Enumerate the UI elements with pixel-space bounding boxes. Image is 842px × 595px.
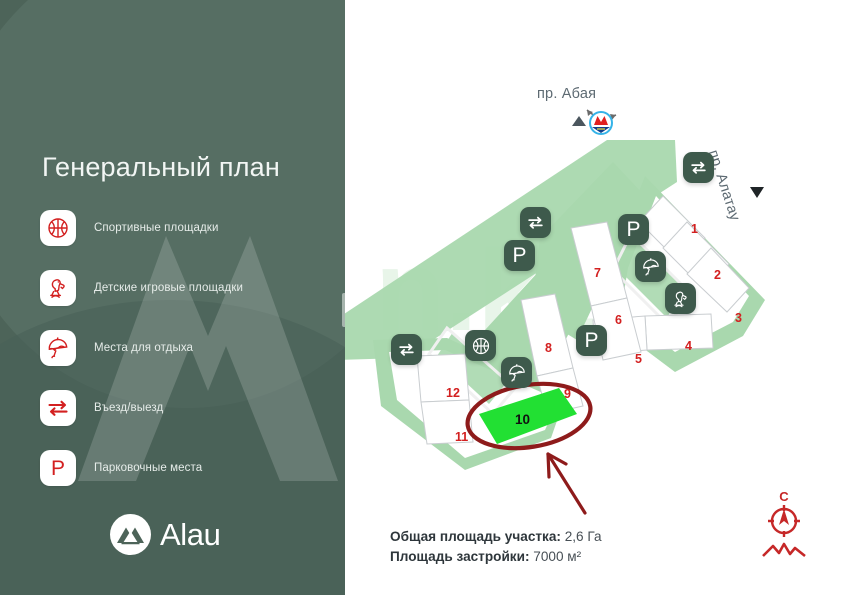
legend-item-label: Спортивные площадки xyxy=(94,222,219,234)
pointer-arrow xyxy=(546,452,587,515)
building-number-1[interactable]: 1 xyxy=(691,222,698,236)
built-area-label: Площадь застройки: xyxy=(390,549,530,564)
building-number-4[interactable]: 4 xyxy=(685,339,692,353)
street-label-abaya: пр. Абая xyxy=(537,86,597,102)
plot-area-value: 2,6 Га xyxy=(564,529,602,544)
plot-area-label: Общая площадь участка: xyxy=(390,529,561,544)
area-summary: Общая площадь участка: 2,6 Га Площадь за… xyxy=(390,527,602,567)
building-number-2[interactable]: 2 xyxy=(714,268,721,282)
alatau-direction-triangle xyxy=(750,187,764,198)
umbrella-icon[interactable] xyxy=(501,357,532,388)
building-number-7[interactable]: 7 xyxy=(594,266,601,280)
legend-item-label: Парковочные места xyxy=(94,462,203,474)
sidebar: Генеральный план Спортивные площадки xyxy=(0,0,345,595)
building-number-12[interactable]: 12 xyxy=(446,386,460,400)
legend-list: Спортивные площадки Детские игровые площ… xyxy=(40,210,320,510)
umbrella-icon xyxy=(40,330,76,366)
brand-name: Alau xyxy=(160,517,221,552)
parking-icon: P xyxy=(40,450,76,486)
building-number-5[interactable]: 5 xyxy=(635,352,642,366)
building-number-9[interactable]: 9 xyxy=(564,387,571,401)
basketball-icon xyxy=(40,210,76,246)
playground-icon xyxy=(40,270,76,306)
legend-item-label: Въезд/выезд xyxy=(94,402,164,414)
brand-logo[interactable]: Alau xyxy=(110,514,221,555)
legend-item-sport[interactable]: Спортивные площадки xyxy=(40,210,320,246)
building-number-11[interactable]: 11 xyxy=(455,430,469,444)
map-pane[interactable]: n.kz xyxy=(345,0,842,595)
legend-item-playground[interactable]: Детские игровые площадки xyxy=(40,270,320,306)
svg-text:P: P xyxy=(51,457,65,480)
built-area-value: 7000 м² xyxy=(533,549,582,564)
legend-item-label: Места для отдыха xyxy=(94,342,194,354)
sidebar-watermark-logo xyxy=(58,196,345,486)
compass-north-label: С xyxy=(779,489,789,504)
parking-icon[interactable]: P xyxy=(504,240,535,271)
compass-icon xyxy=(762,505,806,558)
building-number-8[interactable]: 8 xyxy=(545,341,552,355)
building-number-10[interactable]: 10 xyxy=(515,412,531,427)
parking-icon[interactable]: P xyxy=(576,325,607,356)
alau-mountain-logo-icon xyxy=(110,514,151,555)
entrance-exit-icon[interactable] xyxy=(520,207,551,238)
building-number-6[interactable]: 6 xyxy=(615,313,622,327)
basketball-icon[interactable] xyxy=(465,330,496,361)
sidebar-scroll-handle[interactable] xyxy=(342,293,345,327)
legend-item-label: Детские игровые площадки xyxy=(94,282,243,294)
entrance-exit-icon[interactable] xyxy=(683,152,714,183)
parking-icon[interactable]: P xyxy=(618,214,649,245)
entrance-exit-icon xyxy=(40,390,76,426)
legend-item-parking[interactable]: P Парковочные места xyxy=(40,450,320,486)
playground-icon[interactable] xyxy=(665,283,696,314)
legend-item-rest[interactable]: Места для отдыха xyxy=(40,330,320,366)
legend-item-entrance[interactable]: Въезд/выезд xyxy=(40,390,320,426)
umbrella-icon[interactable] xyxy=(635,251,666,282)
entrance-exit-icon[interactable] xyxy=(391,334,422,365)
page-title: Генеральный план xyxy=(42,152,281,183)
metro-icon xyxy=(584,104,618,138)
abaya-direction-triangle xyxy=(572,116,586,126)
building-number-3[interactable]: 3 xyxy=(735,311,742,325)
